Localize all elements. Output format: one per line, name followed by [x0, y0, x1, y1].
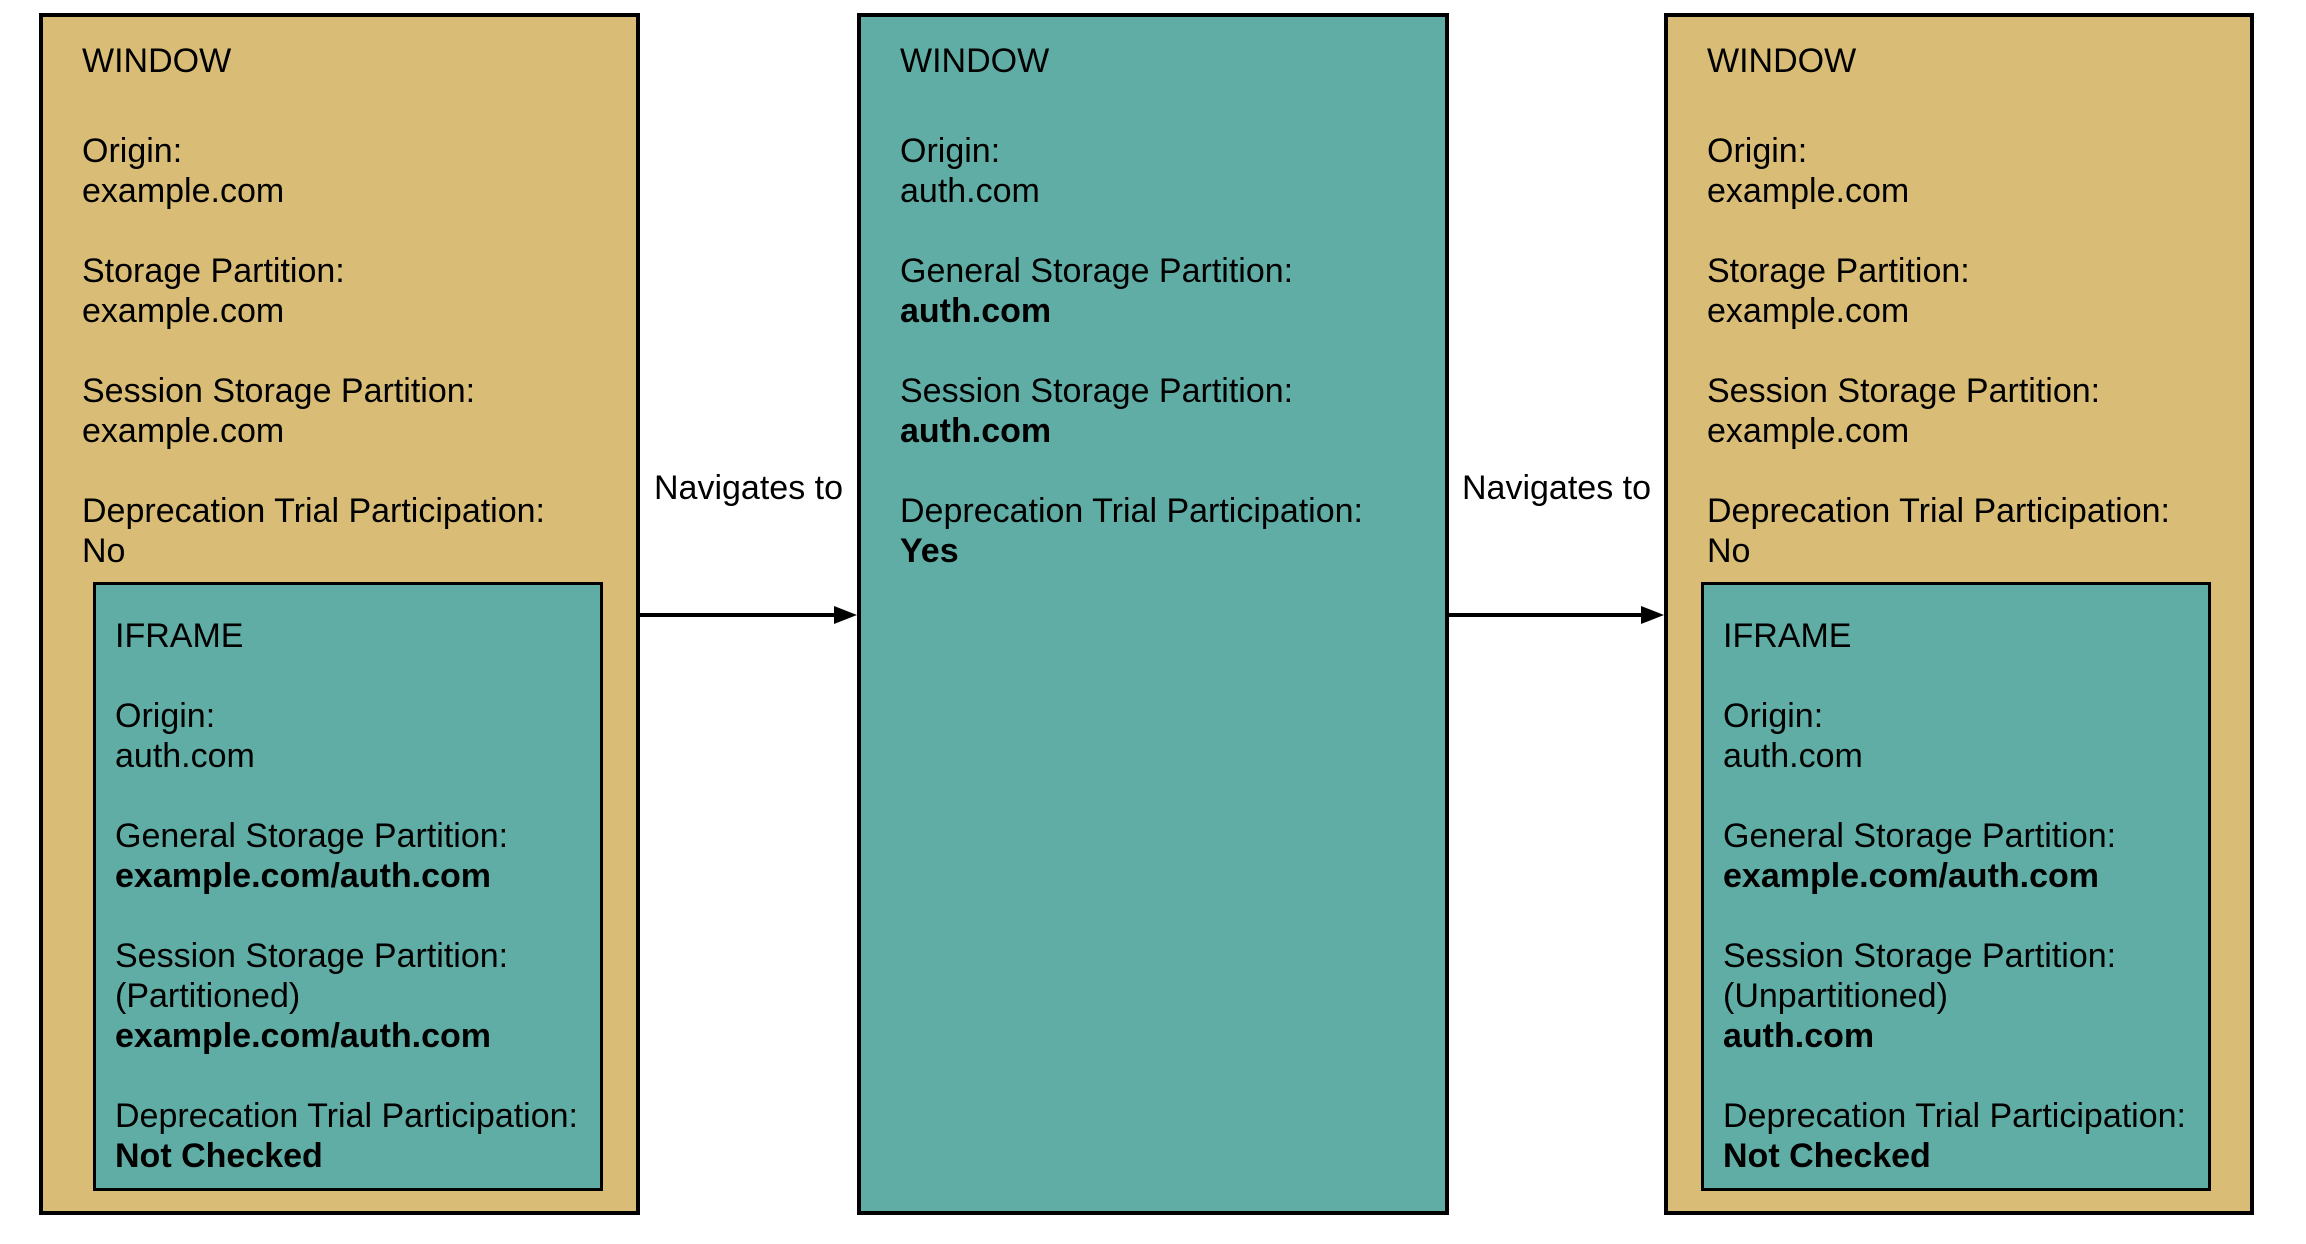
field-label: Deprecation Trial Participation: [1707, 492, 2171, 530]
field-label: General Storage Partition: [115, 817, 509, 855]
iframe-box-auth-com-unpartitioned: IFRAME Origin: auth.com General Storage … [1701, 582, 2211, 1191]
field-value: auth.com [1723, 1017, 1875, 1055]
field-value: No [82, 532, 126, 570]
general-storage-partition-field: General Storage Partition: example.com/a… [115, 816, 594, 896]
origin-field: Origin: auth.com [115, 696, 594, 776]
field-label: Storage Partition: [82, 252, 345, 290]
iframe-title: IFRAME [115, 617, 244, 655]
deprecation-trial-field: Deprecation Trial Participation: Not Che… [1723, 1096, 2202, 1176]
field-label: Session Storage Partition: [1723, 937, 2117, 975]
general-storage-partition-field: General Storage Partition: auth.com [900, 251, 1417, 331]
iframe-box-auth-com-partitioned: IFRAME Origin: auth.com General Storage … [93, 582, 603, 1191]
field-label: Origin: [1723, 697, 1824, 735]
window-box-example-com-after: WINDOW Origin: example.com Storage Parti… [1664, 13, 2254, 1215]
field-label: Origin: [900, 132, 1001, 170]
origin-field: Origin: auth.com [900, 131, 1417, 211]
session-storage-partition-field: Session Storage Partition: example.com [82, 371, 608, 451]
field-label: Deprecation Trial Participation: [115, 1097, 579, 1135]
storage-partition-field: Storage Partition: example.com [82, 251, 608, 331]
field-value: example.com [1707, 172, 1910, 210]
field-label: Storage Partition: [1707, 252, 1970, 290]
session-storage-partition-field: Session Storage Partition: (Partitioned)… [115, 936, 594, 1056]
field-value: Not Checked [1723, 1137, 1931, 1175]
navigates-to-label-1: Navigates to [654, 469, 843, 507]
deprecation-trial-field: Deprecation Trial Participation: Yes [900, 491, 1417, 571]
session-storage-partition-field: Session Storage Partition: example.com [1707, 371, 2222, 451]
field-value: auth.com [115, 737, 255, 775]
field-label: Session Storage Partition: [900, 372, 1294, 410]
general-storage-partition-field: General Storage Partition: example.com/a… [1723, 816, 2202, 896]
field-label: Deprecation Trial Participation: [900, 492, 1364, 530]
field-label: Origin: [1707, 132, 1808, 170]
field-value: example.com [82, 412, 285, 450]
window-title: WINDOW [900, 42, 1050, 80]
field-label: Session Storage Partition: [115, 937, 509, 975]
right-arrow-icon-1 [640, 606, 857, 624]
field-value: auth.com [900, 292, 1052, 330]
iframe-title: IFRAME [1723, 617, 1852, 655]
field-value: auth.com [900, 412, 1052, 450]
window-title: WINDOW [1707, 42, 1857, 80]
field-label: Deprecation Trial Participation: [82, 492, 546, 530]
field-value: example.com [82, 172, 285, 210]
field-value: example.com/auth.com [115, 857, 492, 895]
window-box-example-com-before: WINDOW Origin: example.com Storage Parti… [39, 13, 640, 1215]
session-storage-partition-field: Session Storage Partition: auth.com [900, 371, 1417, 451]
field-value: example.com/auth.com [1723, 857, 2100, 895]
field-value: auth.com [900, 172, 1040, 210]
field-value: auth.com [1723, 737, 1863, 775]
field-value: example.com/auth.com [115, 1017, 492, 1055]
window-title: WINDOW [82, 42, 232, 80]
navigates-to-label-2: Navigates to [1462, 469, 1651, 507]
field-value: example.com [1707, 292, 1910, 330]
origin-field: Origin: example.com [82, 131, 608, 211]
storage-partition-field: Storage Partition: example.com [1707, 251, 2222, 331]
window-box-auth-com: WINDOW Origin: auth.com General Storage … [857, 13, 1449, 1215]
field-label: General Storage Partition: [900, 252, 1294, 290]
field-value: example.com [82, 292, 285, 330]
deprecation-trial-field: Deprecation Trial Participation: No [82, 491, 608, 571]
right-arrow-icon-2 [1449, 606, 1664, 624]
field-value: example.com [1707, 412, 1910, 450]
field-label: Origin: [82, 132, 183, 170]
field-value: No [1707, 532, 1751, 570]
field-label: Session Storage Partition: [1707, 372, 2101, 410]
field-label: Deprecation Trial Participation: [1723, 1097, 2187, 1135]
origin-field: Origin: example.com [1707, 131, 2222, 211]
field-label: Origin: [115, 697, 216, 735]
session-storage-partition-field: Session Storage Partition: (Unpartitione… [1723, 936, 2202, 1056]
origin-field: Origin: auth.com [1723, 696, 2202, 776]
deprecation-trial-field: Deprecation Trial Participation: Not Che… [115, 1096, 594, 1176]
field-note: (Partitioned) [115, 977, 301, 1015]
field-value: Not Checked [115, 1137, 323, 1175]
field-value: Yes [900, 532, 959, 570]
field-label: General Storage Partition: [1723, 817, 2117, 855]
field-note: (Unpartitioned) [1723, 977, 1948, 1015]
deprecation-trial-field: Deprecation Trial Participation: No [1707, 491, 2222, 571]
field-label: Session Storage Partition: [82, 372, 476, 410]
